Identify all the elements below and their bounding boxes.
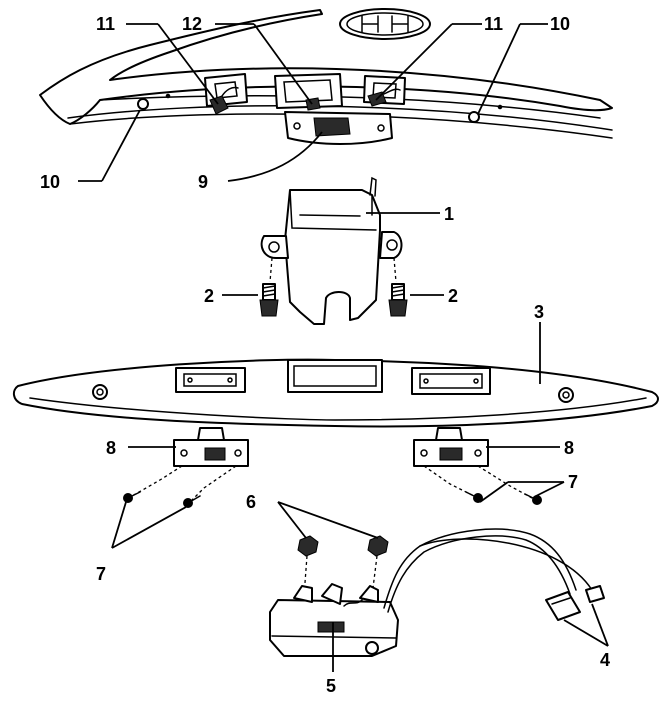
- plate-light-left: [173, 427, 249, 467]
- mount-hole-right: [468, 111, 480, 123]
- emblem-logo: [339, 8, 431, 40]
- callout-10-left: 10: [40, 172, 60, 192]
- callout-9: 9: [198, 172, 208, 192]
- callout-4: 4: [600, 650, 610, 670]
- callout-5: 5: [326, 676, 336, 696]
- callout-8-right: 8: [564, 438, 574, 458]
- screws-7-left: [123, 465, 237, 508]
- mount-hole-right-small: [497, 104, 503, 110]
- plate-light-right: [413, 427, 489, 467]
- callout-2-left: 2: [204, 286, 214, 306]
- callout-7-right: 7: [568, 472, 578, 492]
- screw-2-left: [259, 257, 279, 317]
- lock-body: [260, 176, 403, 325]
- nut-6-left: [297, 535, 319, 597]
- leader-lines: [78, 23, 609, 672]
- mount-hole-left-small: [165, 93, 171, 99]
- callout-11-left: 11: [96, 14, 115, 34]
- lock-mount-bracket: [284, 111, 393, 145]
- callout-8-left: 8: [106, 438, 116, 458]
- callout-7-left: 7: [96, 564, 106, 584]
- callout-6: 6: [246, 492, 256, 512]
- trim-strip: [12, 358, 659, 428]
- tailgate-switch: [269, 583, 399, 657]
- callout-1: 1: [444, 204, 454, 224]
- screw-2-right: [388, 257, 408, 317]
- callout-12: 12: [182, 14, 202, 34]
- screws-7-right: [423, 465, 542, 505]
- nut-6-right: [367, 535, 389, 597]
- callout-labels: 11 12 11 10 10 9 1 2 2 3 8 8 6 7 7 4 5: [40, 14, 610, 696]
- callout-11-right: 11: [484, 14, 503, 34]
- tailgate-panel: [39, 9, 613, 139]
- mount-hole-left: [137, 98, 149, 110]
- callout-3: 3: [534, 302, 544, 322]
- callout-2-right: 2: [448, 286, 458, 306]
- wiring-harness: [383, 528, 605, 621]
- panel-cutout-center: [274, 73, 343, 109]
- callout-10-right: 10: [550, 14, 570, 34]
